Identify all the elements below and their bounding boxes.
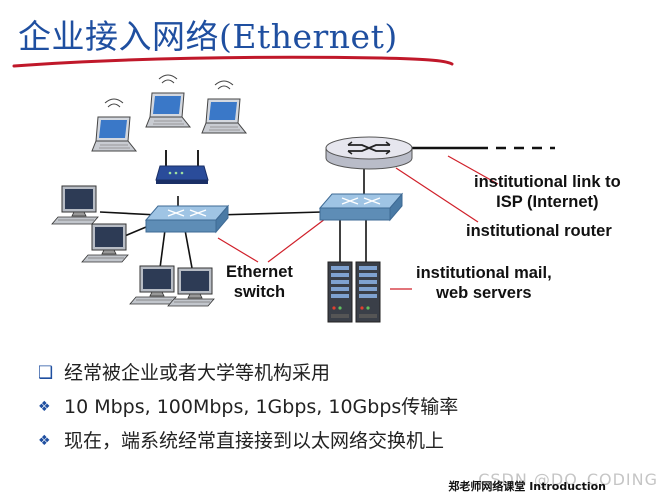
watermark: CSDN @DQ_CODING (478, 470, 658, 489)
ethernet-switch-icon (144, 204, 230, 234)
desktop-computer-icon (129, 265, 177, 305)
ethernet-switch-icon (318, 192, 404, 222)
bullet-item: ❖现在，端系统经常直接接到以太网络交换机上 (38, 424, 458, 458)
ethernet-switch-label: Ethernet switch (226, 263, 293, 301)
desktop-computer-icon (81, 223, 129, 263)
bullet-list: ❑经常被企业或者大学等机构采用 ❖10 Mbps, 100Mbps, 1Gbps… (38, 356, 458, 458)
title-underline (12, 55, 454, 68)
bullet-item: ❑经常被企业或者大学等机构采用 (38, 356, 458, 390)
institutional-router-label: institutional router (466, 222, 612, 240)
mail-web-servers-label: institutional mail, web servers (416, 264, 552, 302)
router-icon (325, 136, 413, 170)
server-icon (327, 261, 353, 323)
wireless-router-icon (155, 150, 209, 184)
footer-text: 郑老师网络课堂 Introduction (448, 480, 606, 493)
laptop-icon (201, 80, 247, 134)
square-bullet-icon: ❑ (38, 363, 54, 383)
laptop-icon (145, 74, 191, 128)
page-title: 企业接入网络(Ethernet) (18, 17, 398, 56)
institutional-link-label: institutional link to ISP (Internet) (474, 173, 621, 211)
pointer-lines (217, 155, 499, 290)
desktop-computer-icon (51, 185, 99, 225)
diamond-bullet-icon: ❖ (38, 433, 51, 449)
desktop-computer-icon (167, 267, 215, 307)
diamond-bullet-icon: ❖ (38, 399, 51, 415)
server-icon (355, 261, 381, 323)
laptop-icon (91, 98, 137, 152)
bullet-item: ❖10 Mbps, 100Mbps, 1Gbps, 10Gbps传输率 (38, 390, 458, 424)
